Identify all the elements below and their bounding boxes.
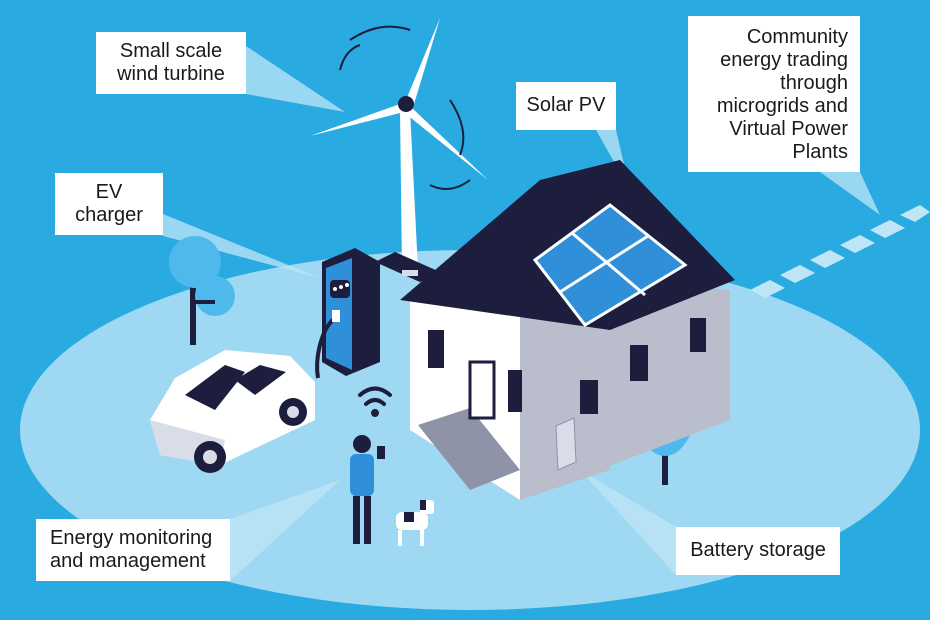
ev-charger-label: EV charger: [55, 173, 163, 235]
wind-turbine-label: Small scale wind turbine: [96, 32, 246, 94]
tree-icon: [169, 236, 235, 345]
callout-beams: [163, 46, 880, 581]
wifi-icon: [358, 386, 392, 417]
car-icon: [150, 350, 315, 473]
dog-icon: [396, 500, 434, 546]
battery-storage-label: Battery storage: [676, 527, 840, 575]
ev-charger-icon: [315, 248, 380, 379]
person-icon: [350, 435, 385, 544]
solar-panel-icon: [532, 203, 688, 327]
wind-turbine-icon: [310, 18, 488, 282]
battery-icon: [555, 417, 577, 471]
community-energy-label: Community energy trading through microgr…: [688, 16, 860, 172]
microgrid-path: [750, 205, 930, 298]
energy-monitoring-label: Energy monitoring and management: [36, 519, 230, 581]
solar-pv-label: Solar PV: [516, 82, 616, 130]
